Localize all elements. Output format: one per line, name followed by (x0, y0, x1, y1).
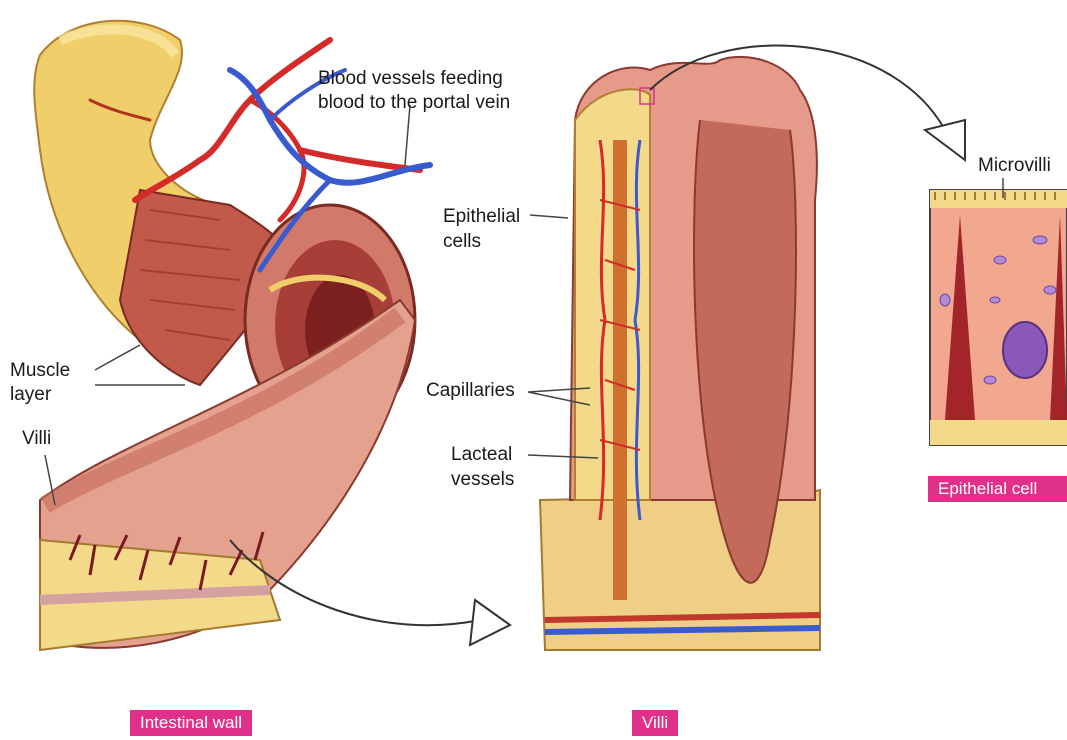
label-epithelial-line2: cells (443, 231, 481, 253)
label-blood-vessels-line2: blood to the portal vein (318, 92, 510, 114)
caption-epithelial-cell: Epithelial cell (928, 476, 1067, 502)
label-epithelial-line1: Epithelial (443, 206, 520, 228)
label-blood-vessels-line1: Blood vessels feeding (318, 68, 503, 90)
label-lacteal-line2: vessels (451, 469, 514, 491)
label-microvilli: Microvilli (978, 155, 1051, 177)
epithelial-cell-illustration (930, 178, 1067, 445)
label-lacteal-line1: Lacteal (451, 444, 512, 466)
villi-illustration (540, 46, 965, 650)
label-muscle-line2: layer (10, 384, 51, 406)
caption-intestinal-wall: Intestinal wall (130, 710, 252, 736)
label-muscle-line1: Muscle (10, 360, 70, 382)
label-capillaries: Capillaries (426, 380, 515, 402)
caption-villi: Villi (632, 710, 678, 736)
intestinal-wall-illustration (34, 21, 510, 650)
label-villi: Villi (22, 428, 51, 450)
